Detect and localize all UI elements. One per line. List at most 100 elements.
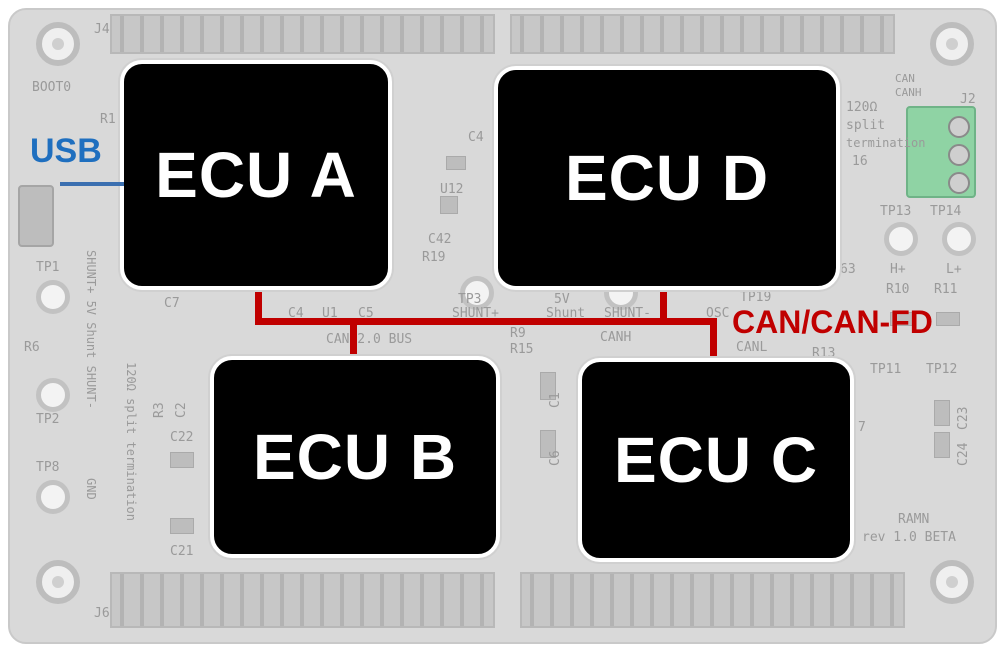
silk-hplus: H+: [890, 262, 906, 277]
silk-c23: C23: [956, 406, 971, 430]
smd-c24: [934, 432, 950, 458]
silk-c42: C42: [428, 232, 452, 247]
ecu-d-label: ECU D: [564, 142, 770, 214]
silk-c7: C7: [164, 296, 180, 311]
ecu-b-box: ECU B: [210, 356, 500, 558]
silk-tp12: TP12: [926, 362, 958, 377]
silk-r1: R1: [100, 112, 116, 127]
silk-osc: OSC: [706, 306, 730, 321]
silk-can-bus: CAN 2.0 BUS: [326, 332, 413, 347]
silk-c24: C24: [956, 442, 971, 466]
silk-split-3: termination: [846, 136, 926, 150]
ecu-a-box: ECU A: [120, 60, 392, 290]
mounting-hole-top-left: [36, 22, 80, 66]
silk-r10: R10: [886, 282, 910, 297]
can-stub-ecu-a: [255, 286, 262, 324]
silk-canl: CANL: [736, 340, 768, 355]
silk-tp14: TP14: [930, 204, 962, 219]
silk-tp3: TP3: [458, 292, 482, 307]
silk-r19: R19: [422, 250, 446, 265]
silk-canh: CANH: [600, 330, 632, 345]
silk-r15: R15: [510, 342, 534, 357]
smd-c22: [170, 452, 194, 468]
silk-boot: BOOT0: [32, 80, 72, 95]
usb-label: USB: [30, 132, 102, 170]
can-bus-trunk: [255, 318, 717, 325]
smd-c6: [540, 430, 556, 458]
silk-63: 63: [840, 262, 856, 277]
silk-j4: J4: [94, 22, 110, 37]
silk-shunt: Shunt: [546, 306, 586, 321]
silk-c21: C21: [170, 544, 194, 559]
silk-u1: U1: [322, 306, 338, 321]
silk-r13: R13: [812, 346, 836, 361]
silk-r16: 16: [852, 154, 868, 169]
header-strip-top-left: [110, 14, 495, 54]
silk-u12: U12: [440, 182, 464, 197]
silk-ramn: RAMN: [898, 512, 930, 527]
silk-tp8: TP8: [36, 460, 60, 475]
silk-canh-top: CANH: [895, 86, 922, 99]
silk-shunt-plus: SHUNT+: [452, 306, 499, 321]
mounting-hole-top-right: [930, 22, 974, 66]
silk-tp19: TP19: [740, 290, 772, 305]
ecu-c-box: ECU C: [578, 358, 854, 562]
mounting-hole-bottom-left: [36, 560, 80, 604]
silk-c22: C22: [170, 430, 194, 445]
screw-3: [948, 172, 970, 194]
silk-shunt-minus: SHUNT-: [604, 306, 651, 321]
ecu-a-label: ECU A: [155, 139, 357, 211]
silk-side-shunt: SHUNT+ 5V Shunt SHUNT-: [84, 250, 98, 409]
silk-5v: 5V: [554, 292, 570, 307]
test-point-tp14: [942, 222, 976, 256]
silk-c4-top: C4: [468, 130, 484, 145]
silk-tp13: TP13: [880, 204, 912, 219]
smd-r10: [890, 312, 914, 326]
usb-port: [18, 185, 54, 247]
silk-tp1: TP1: [36, 260, 60, 275]
silk-lplus: L+: [946, 262, 962, 277]
screw-1: [948, 116, 970, 138]
silk-split-2: split: [846, 118, 886, 133]
header-strip-bottom-right: [520, 572, 905, 628]
test-point-tp13: [884, 222, 918, 256]
smd-c21: [170, 518, 194, 534]
silk-c1: C1: [548, 392, 563, 408]
test-point-tp8: [36, 480, 70, 514]
ecu-b-label: ECU B: [252, 421, 458, 493]
test-point-tp2: [36, 378, 70, 412]
silk-c2: C2: [174, 402, 189, 418]
silk-c5: C5: [358, 306, 374, 321]
silk-r9: R9: [510, 326, 526, 341]
usb-connector-line: [60, 182, 124, 186]
can-bus-label: CAN/CAN-FD: [732, 304, 933, 340]
smd-c23: [934, 400, 950, 426]
silk-j2: J2: [960, 92, 976, 107]
mounting-hole-bottom-right: [930, 560, 974, 604]
smd-r11: [936, 312, 960, 326]
test-point-tp3: [460, 276, 494, 310]
silk-c6: C6: [548, 450, 563, 466]
smd-c1: [540, 372, 556, 400]
silk-gnd: GND: [84, 478, 98, 500]
ecu-d-box: ECU D: [494, 66, 840, 290]
silk-7: 7: [858, 420, 866, 435]
silk-tp11: TP11: [870, 362, 902, 377]
silk-side-split: 120Ω split termination: [124, 362, 138, 521]
can-stub-ecu-d: [660, 284, 667, 324]
can-stub-ecu-c: [710, 318, 717, 362]
silk-r6: R6: [24, 340, 40, 355]
silk-can: CAN: [895, 72, 915, 85]
terminal-connector: [906, 106, 976, 198]
ecu-c-label: ECU C: [613, 424, 819, 496]
smd-c4-top: [446, 156, 466, 170]
can-stub-ecu-b: [350, 318, 357, 360]
header-strip-top-right: [510, 14, 895, 54]
silk-r11: R11: [934, 282, 958, 297]
silk-j6: J6: [94, 606, 110, 621]
silk-split-1: 120Ω: [846, 100, 878, 115]
test-point-tp1: [36, 280, 70, 314]
silk-r3: R3: [152, 402, 167, 418]
silk-c4-mid: C4: [288, 306, 304, 321]
